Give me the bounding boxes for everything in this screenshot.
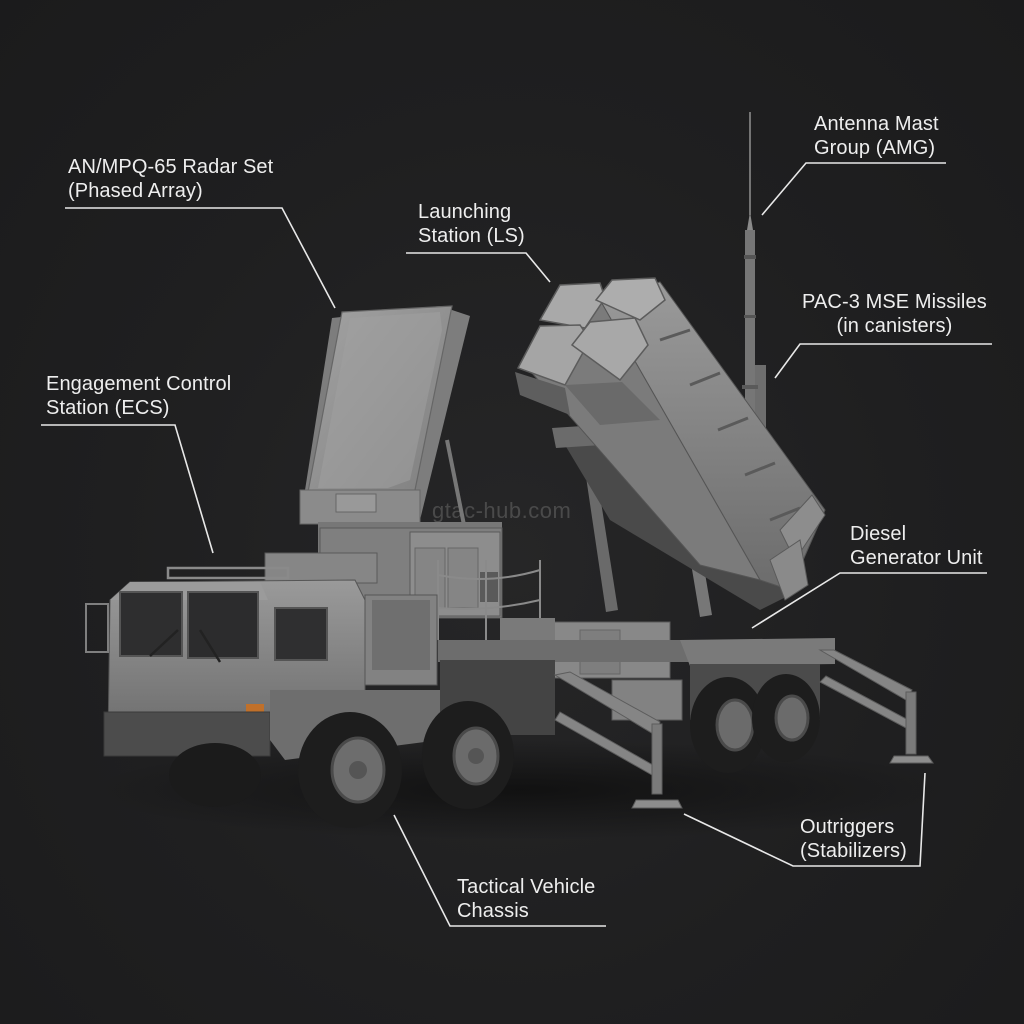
label-tactical-vehicle-chassis: Tactical Vehicle Chassis bbox=[457, 876, 596, 922]
leader-generator bbox=[751, 572, 987, 629]
launching-station bbox=[515, 277, 826, 617]
vehicle-cab bbox=[85, 566, 440, 760]
leader-missiles bbox=[774, 343, 992, 379]
wheel-rear-2 bbox=[752, 674, 820, 762]
wheel-rear-1 bbox=[690, 677, 766, 773]
label-diesel-generator: Diesel Generator Unit bbox=[850, 523, 983, 569]
leader-outriggers bbox=[683, 772, 926, 867]
leader-launcher bbox=[406, 252, 551, 283]
outriggers bbox=[553, 649, 934, 809]
wheels bbox=[169, 674, 820, 828]
watermark: gtac-hub.com bbox=[432, 498, 572, 523]
wheel-mid bbox=[422, 701, 514, 809]
label-launching-station: Launching Station (LS) bbox=[418, 201, 525, 247]
leader-radar bbox=[65, 207, 336, 309]
label-outriggers: Outriggers (Stabilizers) bbox=[800, 816, 907, 862]
leader-lines bbox=[41, 162, 992, 927]
label-engagement-control-station: Engagement Control Station (ECS) bbox=[46, 373, 232, 419]
leader-ecs bbox=[41, 424, 214, 554]
leader-chassis bbox=[393, 814, 606, 927]
label-radar-set: AN/MPQ-65 Radar Set (Phased Array) bbox=[68, 156, 274, 202]
leader-mast bbox=[761, 162, 946, 216]
label-missiles: PAC-3 MSE Missiles (in canisters) bbox=[802, 291, 987, 337]
label-antenna-mast: Antenna Mast Group (AMG) bbox=[814, 113, 939, 159]
wheel-front-left bbox=[169, 743, 261, 807]
wheel-front bbox=[298, 712, 402, 828]
